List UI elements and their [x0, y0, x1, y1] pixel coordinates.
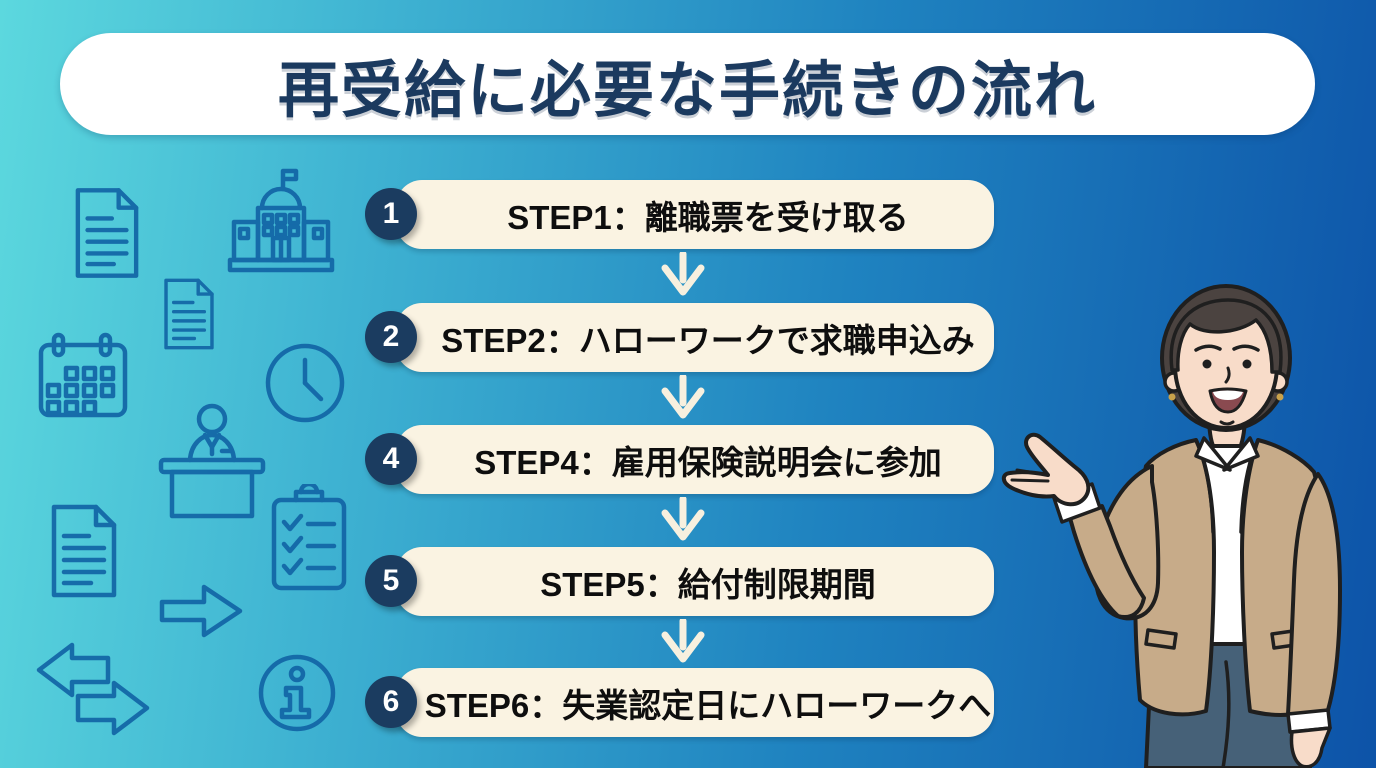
step-number-badge: 2	[365, 311, 417, 363]
step-label: STEP4：雇用保険説明会に参加	[474, 443, 942, 481]
flow-down-arrow-icon	[661, 252, 705, 296]
document-icon	[75, 188, 139, 278]
step-number-badge: 5	[365, 555, 417, 607]
arrow-right-icon	[159, 584, 243, 638]
step-number-badge: 4	[365, 433, 417, 485]
document-icon	[51, 504, 117, 598]
calendar-icon	[38, 332, 128, 418]
flow-down-arrow-icon	[661, 497, 705, 541]
step-label: STEP1：離職票を受け取る	[507, 198, 909, 236]
step-box-2: STEP2：ハローワークで求職申込み	[396, 303, 994, 372]
step-number-badge: 1	[365, 188, 417, 240]
receptionist-desk-icon	[158, 403, 266, 519]
government-building-icon	[227, 168, 335, 273]
flow-down-arrow-icon	[661, 619, 705, 663]
step-box-1: STEP1：離職票を受け取る	[396, 180, 994, 249]
flow-down-arrow-icon	[661, 375, 705, 419]
document-icon	[164, 278, 214, 350]
step-label: STEP5：給付制限期間	[540, 565, 876, 603]
step-box-4: STEP5：給付制限期間	[396, 547, 994, 616]
info-icon	[258, 654, 336, 732]
presenter-woman-illustration	[1001, 284, 1342, 768]
checklist-clipboard-icon	[271, 484, 347, 591]
step-label: STEP2：ハローワークで求職申込み	[441, 321, 975, 359]
step-number-badge: 6	[365, 676, 417, 728]
title-banner: 再受給に必要な手続きの流れ	[60, 33, 1315, 135]
page-title: 再受給に必要な手続きの流れ	[277, 55, 1097, 124]
step-box-5: STEP6：失業認定日にハローワークへ	[396, 668, 994, 737]
step-box-3: STEP4：雇用保険説明会に参加	[396, 425, 994, 494]
swap-arrows-icon	[36, 642, 150, 736]
step-label: STEP6：失業認定日にハローワークへ	[424, 686, 992, 724]
clock-icon	[265, 343, 345, 423]
